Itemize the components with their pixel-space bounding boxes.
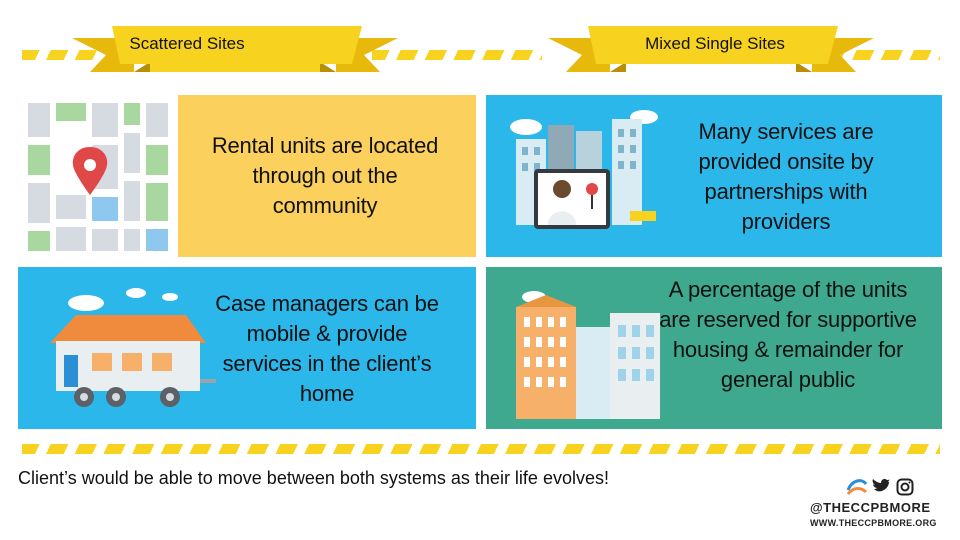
ribbon-shape xyxy=(548,26,874,72)
ribbon-shape xyxy=(72,26,398,72)
panel-case-managers: Case managers can be mobile & provide se… xyxy=(18,267,476,429)
panel-rental-units: Rental units are located through out the… xyxy=(18,95,476,257)
website-url[interactable]: WWW.THECCPBMORE.ORG xyxy=(810,518,937,528)
header-mixed-single-sites: Mixed Single Sites xyxy=(645,34,785,53)
ribbon-scattered-sites: Scattered Sites xyxy=(72,22,398,80)
ccp-logo-icon xyxy=(846,479,868,495)
panel-reserved-units: A percentage of the units are reserved f… xyxy=(486,267,942,429)
top-left-stripe xyxy=(22,50,142,60)
twitter-icon[interactable] xyxy=(872,478,892,496)
panel-onsite-services: Many services are provided onsite by par… xyxy=(486,95,942,257)
bottom-stripe xyxy=(22,444,940,454)
panel-text-rental-units: Rental units are located through out the… xyxy=(211,133,439,218)
top-right-stripe xyxy=(828,50,940,60)
top-middle-stripe xyxy=(372,50,542,60)
social-handle: @THECCPBMORE xyxy=(810,500,931,515)
apartment-buildings-icon xyxy=(516,291,660,419)
footer-message: Client’s would be able to move between b… xyxy=(18,468,609,488)
buildings-doctor-icon xyxy=(510,110,658,229)
panel-text-onsite-services: Many services are provided onsite by par… xyxy=(698,119,874,234)
header-scattered-sites: Scattered Sites xyxy=(129,34,245,53)
panel-text-reserved-units: A percentage of the units are reserved f… xyxy=(659,277,917,392)
city-map-icon xyxy=(18,95,178,257)
panel-text-case-managers: Case managers can be mobile & provide se… xyxy=(215,291,439,406)
ribbon-mixed-single-sites: Mixed Single Sites xyxy=(548,22,874,80)
mobile-home-icon xyxy=(50,288,216,407)
instagram-icon[interactable] xyxy=(896,478,914,496)
